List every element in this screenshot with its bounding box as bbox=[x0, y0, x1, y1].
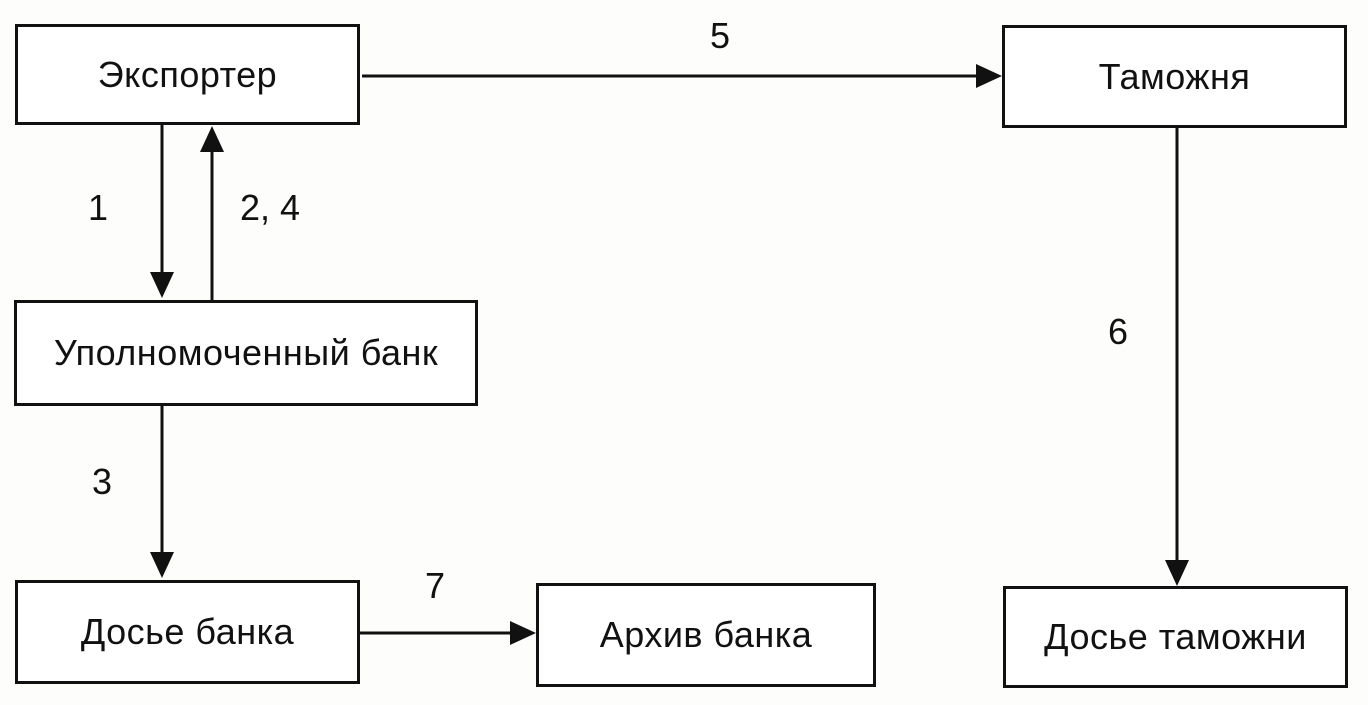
node-customs: Таможня bbox=[1002, 25, 1347, 128]
node-customs-dossier-label: Досье таможни bbox=[1044, 616, 1307, 657]
node-bank-dossier: Досье банка bbox=[15, 580, 360, 684]
node-bank-archive-label: Архив банка bbox=[599, 614, 813, 655]
edge-label-1: 1 bbox=[88, 187, 109, 228]
arrow-bank-to-exporter bbox=[200, 126, 224, 300]
node-customs-dossier: Досье таможни bbox=[1003, 586, 1348, 688]
node-authorized-bank: Уполномоченный банк bbox=[14, 300, 478, 406]
arrow-bank-to-bank-dossier bbox=[150, 405, 174, 578]
node-customs-label: Таможня bbox=[1098, 55, 1251, 97]
edge-label-3: 3 bbox=[92, 461, 113, 502]
arrow-exporter-to-bank bbox=[150, 124, 174, 298]
node-bank-archive: Архив банка bbox=[536, 583, 876, 687]
edge-label-6: 6 bbox=[1108, 311, 1129, 352]
node-exporter: Экспортер bbox=[15, 24, 360, 125]
node-exporter-label: Экспортер bbox=[97, 53, 278, 95]
node-bank-dossier-label: Досье банка bbox=[80, 611, 295, 652]
edge-label-5: 5 bbox=[710, 15, 731, 56]
node-authorized-bank-label: Уполномоченный банк bbox=[53, 332, 439, 373]
arrow-customs-to-customs-dossier bbox=[1165, 128, 1189, 586]
edge-label-7: 7 bbox=[425, 565, 446, 606]
edge-label-2-4: 2, 4 bbox=[240, 187, 301, 228]
arrow-bank-dossier-to-archive bbox=[360, 621, 536, 645]
arrow-exporter-to-customs bbox=[362, 64, 1002, 88]
